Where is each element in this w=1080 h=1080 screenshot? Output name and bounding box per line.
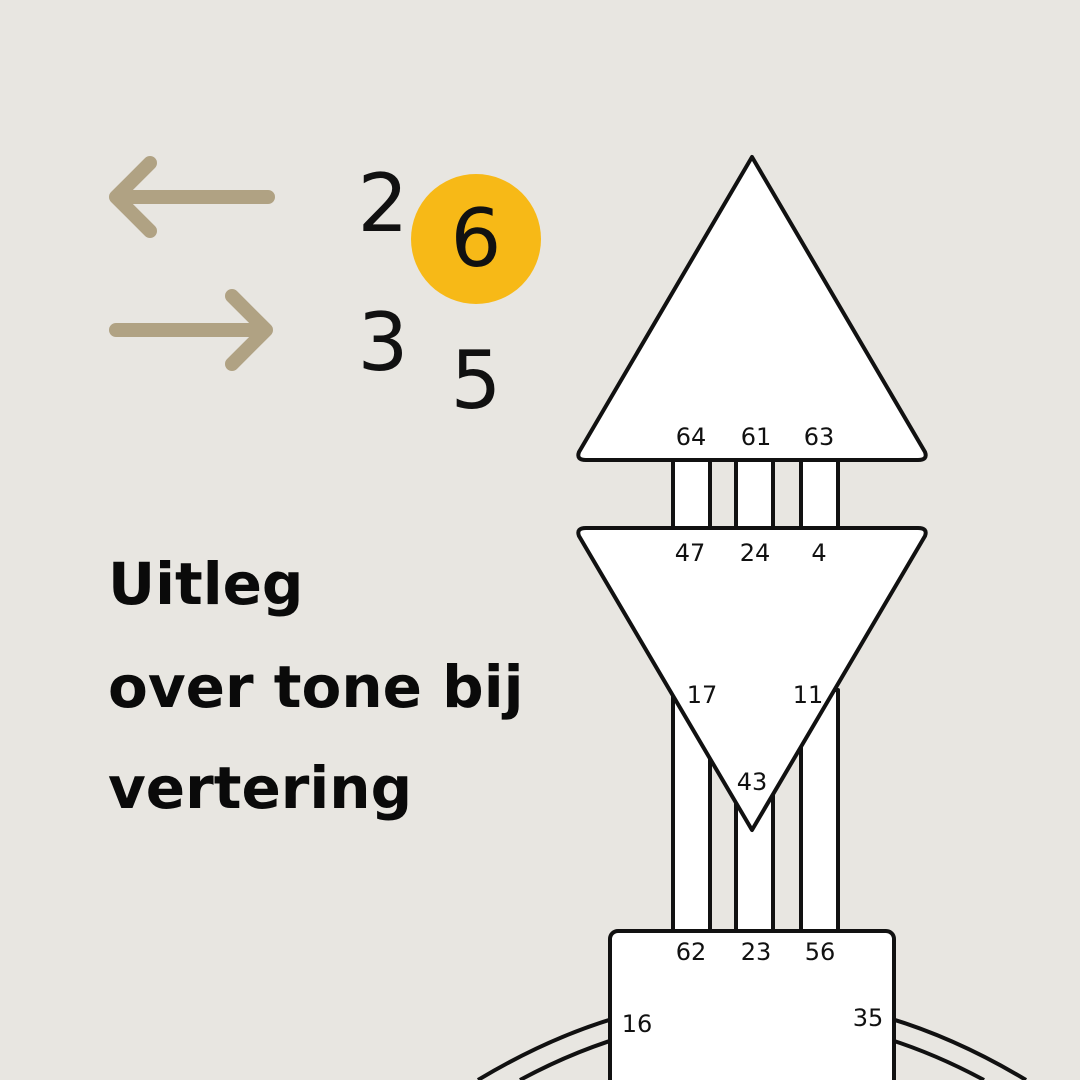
gate-head-3: 63: [804, 423, 835, 451]
channel-63-4: [799, 458, 840, 530]
arrow-left-path: [109, 156, 275, 238]
highlight-circle: [411, 174, 541, 304]
gate-head-1: 64: [676, 423, 707, 451]
gate-ajna-bottom: 43: [737, 768, 768, 796]
channel-61-24: [734, 458, 775, 530]
gate-throat-right: 35: [853, 1004, 884, 1032]
gate-ajna-right: 11: [793, 681, 824, 709]
arrow-right-icon[interactable]: [109, 289, 273, 371]
gate-ajna-top-2: 24: [740, 539, 771, 567]
channel-64-47: [671, 458, 712, 530]
gate-throat-top-1: 62: [676, 938, 707, 966]
gate-throat-top-2: 23: [741, 938, 772, 966]
gate-head-2: 61: [741, 423, 772, 451]
head-center: [576, 155, 928, 462]
gate-throat-left: 16: [622, 1010, 653, 1038]
gate-throat-top-3: 56: [805, 938, 836, 966]
ajna-center: [576, 526, 928, 832]
title-line-2: over tone bij: [108, 653, 523, 721]
arrow-right-path: [109, 289, 273, 371]
bodygraph: 64 61 63 47 24 4 17 11 43 62 23 56 16 35: [476, 155, 1028, 1080]
throat-center: [608, 929, 896, 1080]
gate-ajna-top-3: 4: [811, 539, 826, 567]
title-line-1: Uitleg: [108, 550, 303, 618]
digit-left-top: 2: [358, 157, 409, 250]
gate-ajna-left: 17: [687, 681, 718, 709]
digit-left-bottom: 3: [358, 296, 409, 389]
arrow-left-icon[interactable]: [109, 156, 275, 238]
digit-right-top-highlighted: 6: [451, 192, 502, 285]
title-line-3: vertering: [108, 754, 412, 822]
gate-ajna-top-1: 47: [675, 539, 706, 567]
digit-right-bottom: 5: [451, 334, 502, 427]
